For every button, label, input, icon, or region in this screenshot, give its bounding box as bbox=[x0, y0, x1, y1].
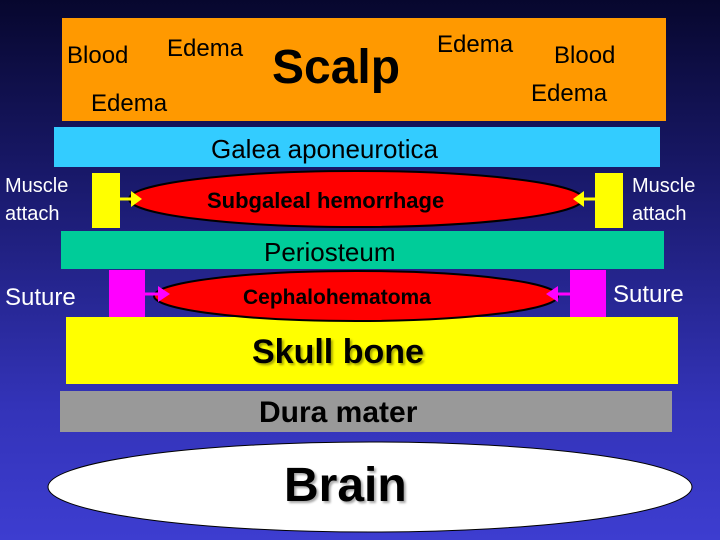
dura-mater-layer bbox=[60, 391, 672, 432]
subgaleal-hemorrhage-label: Subgaleal hemorrhage bbox=[207, 188, 445, 213]
scalp-blood-right: Blood bbox=[554, 42, 616, 69]
scalp-edema-left-bottom: Edema bbox=[91, 90, 168, 117]
muscle-attach-right-label-2: attach bbox=[632, 203, 687, 225]
muscle-attach-left-arrow bbox=[120, 191, 142, 207]
suture-left-arrow bbox=[145, 286, 170, 302]
dura-mater-label: Dura mater bbox=[259, 396, 418, 429]
brain-label: Brain bbox=[284, 459, 407, 512]
muscle-attach-left-label-2: attach bbox=[5, 203, 60, 225]
galea-layer bbox=[54, 127, 660, 167]
muscle-attach-right-block bbox=[595, 173, 623, 228]
muscle-attach-left-label-1: Muscle bbox=[5, 175, 69, 197]
muscle-attach-right-label-1: Muscle bbox=[632, 175, 696, 197]
suture-right-arrow bbox=[546, 286, 570, 302]
scalp-edema-left-top: Edema bbox=[167, 35, 244, 62]
galea-label: Galea aponeurotica bbox=[211, 134, 438, 164]
brain-shape bbox=[47, 441, 693, 533]
scalp-edema-right-top: Edema bbox=[437, 31, 514, 58]
muscle-attach-right-arrow bbox=[573, 191, 595, 207]
scalp-label: Scalp bbox=[272, 41, 401, 94]
periosteum-layer bbox=[61, 231, 664, 269]
periosteum-label: Periosteum bbox=[264, 237, 396, 267]
skull-bone-layer bbox=[66, 317, 678, 384]
suture-left-block bbox=[109, 270, 145, 318]
muscle-attach-left-block bbox=[92, 173, 120, 228]
cephalohematoma-label: Cephalohematoma bbox=[243, 286, 431, 309]
scalp-edema-right-bottom: Edema bbox=[531, 80, 608, 107]
scalp-blood-left: Blood bbox=[67, 42, 129, 69]
suture-right-block bbox=[570, 270, 606, 318]
suture-left-label: Suture bbox=[5, 284, 76, 311]
skull-bone-label: Skull bone bbox=[252, 333, 424, 371]
suture-right-label: Suture bbox=[613, 281, 684, 308]
scalp-layer bbox=[62, 18, 666, 121]
